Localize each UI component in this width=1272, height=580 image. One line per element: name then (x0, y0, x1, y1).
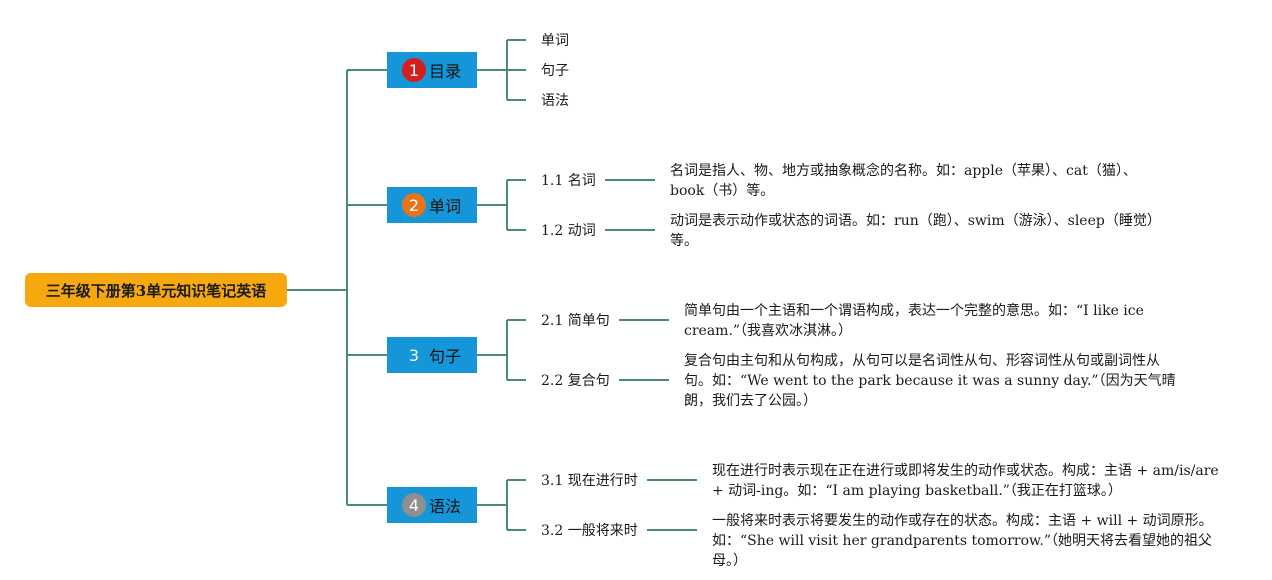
number-badge-icon: 1 (402, 58, 426, 82)
subtopic-nouns[interactable]: 1.1 名词 (541, 173, 596, 189)
number-badge-icon: 4 (402, 493, 426, 517)
subtopic-complex-sentence[interactable]: 2.2 复合句 (541, 373, 610, 389)
root-topic[interactable]: 三年级下册第3单元知识笔记英语 (25, 273, 287, 307)
subtopic-grammar[interactable]: 语法 (541, 93, 569, 109)
note-future-simple: 一般将来时表示将要发生的动作或存在的状态。构成：主语 + will + 动词原形… (712, 513, 1213, 569)
branch-contents[interactable]: 1 目录 (387, 52, 477, 88)
subtopic-present-continuous[interactable]: 3.1 现在进行时 (541, 473, 638, 489)
number-badge-icon: 3 (402, 343, 426, 367)
branch-words[interactable]: 2 单词 (387, 187, 477, 223)
number-badge-icon: 2 (402, 193, 426, 217)
subtopic-words[interactable]: 单词 (541, 33, 569, 49)
subtopic-sentences[interactable]: 句子 (541, 63, 569, 79)
note-complex-sentence: 复合句由主句和从句构成，从句可以是名词性从句、形容词性从句或副词性从句。如：“W… (684, 353, 1176, 409)
branch-label: 句子 (429, 347, 462, 366)
note-verbs: 动词是表示动作或状态的词语。如：run（跑）、swim（游泳）、sleep（睡觉… (670, 213, 1154, 249)
branch-label: 语法 (429, 497, 462, 516)
subtopic-future-simple[interactable]: 3.2 一般将来时 (541, 523, 638, 539)
subtopic-simple-sentence[interactable]: 2.1 简单句 (541, 313, 610, 329)
note-present-continuous: 现在进行时表示现在正在进行或即将发生的动作或状态。构成：主语 + am/is/a… (712, 463, 1219, 499)
note-simple-sentence: 简单句由一个主语和一个谓语构成，表达一个完整的意思。如：“I like ice … (684, 303, 1144, 339)
branch-grammar[interactable]: 4 语法 (387, 487, 477, 523)
branch-label: 目录 (429, 62, 462, 81)
subtopic-verbs[interactable]: 1.2 动词 (541, 223, 596, 239)
branch-label: 单词 (429, 197, 462, 216)
note-nouns: 名词是指人、物、地方或抽象概念的名称。如：apple（苹果）、cat（猫）、bo… (670, 163, 1137, 199)
branch-sentences[interactable]: 3 句子 (387, 337, 477, 373)
